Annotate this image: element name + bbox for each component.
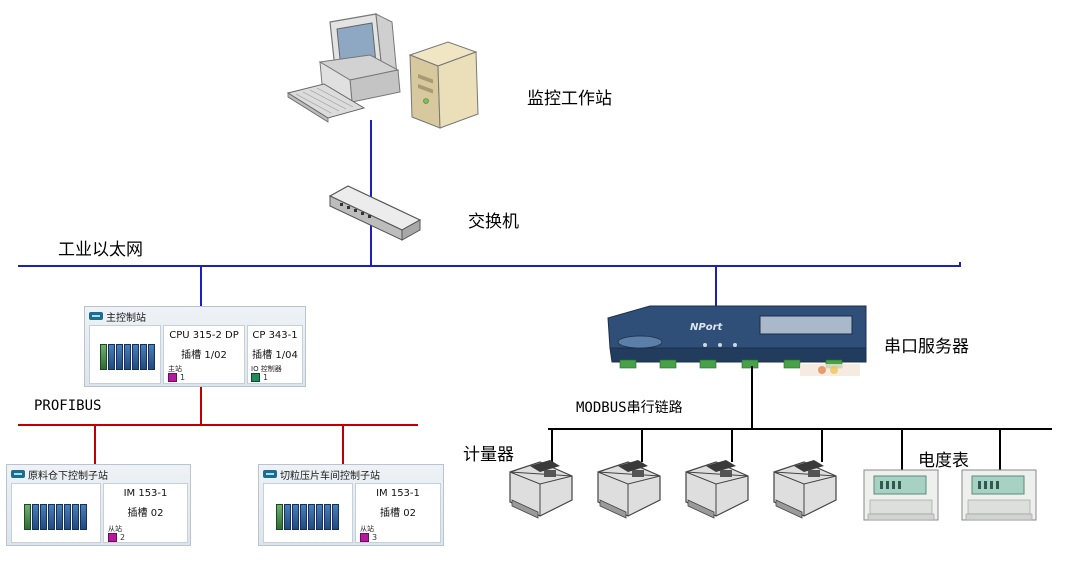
sub-station-raw-material: 原料仓下控制子站 IM 153-1 插槽 02 从站 2 — [6, 464, 191, 546]
main-control-station: 主控制站 CPU 315-2 DP 插槽 1/02 主站 1 CP 343-1 … — [84, 306, 306, 387]
plc-rack-icon — [24, 504, 87, 530]
meter-label: 计量器 — [463, 445, 514, 465]
modbus-label: MODBUS串行链路 — [576, 400, 683, 416]
flow-meter-icon — [597, 460, 661, 519]
cpu-role: 主站 — [168, 365, 182, 373]
rack-area — [263, 483, 353, 543]
cpu-module: CPU 315-2 DP 插槽 1/02 主站 1 — [163, 325, 245, 384]
ethernet-label: 工业以太网 — [58, 240, 143, 260]
im-module: IM 153-1 插槽 02 从站 3 — [355, 483, 441, 543]
im-role: 从站 — [360, 525, 374, 533]
cpu-number-badge: 1 — [168, 373, 185, 382]
serial-server-icon: NPort — [607, 305, 867, 376]
cp-module-slot: 插槽 1/04 — [252, 350, 298, 361]
cp-module-name: CP 343-1 — [252, 330, 298, 341]
flow-meter-icon — [773, 460, 837, 519]
im-module-slot: 插槽 02 — [380, 508, 416, 519]
im-module: IM 153-1 插槽 02 从站 2 — [103, 483, 188, 543]
im-module-name: IM 153-1 — [376, 488, 420, 499]
im-number-badge: 3 — [360, 533, 377, 542]
serial-server-label: 串口服务器 — [884, 337, 969, 357]
magenta-square-icon — [168, 373, 177, 382]
sub-station-pelletizing: 切粒压片车间控制子站 IM 153-1 插槽 02 从站 3 — [258, 464, 444, 546]
switch-label: 交换机 — [468, 212, 519, 232]
plc-rack-icon — [100, 344, 155, 370]
cpu-module-slot: 插槽 1/02 — [181, 350, 227, 361]
power-meter-label: 电度表 — [918, 451, 969, 471]
rack-area — [89, 325, 161, 384]
cp-module: CP 343-1 插槽 1/04 IO 控制器 1 — [247, 325, 303, 384]
station-tag-icon — [11, 470, 25, 478]
rack-area — [11, 483, 101, 543]
plc-rack-icon — [276, 504, 339, 530]
main-station-title: 主控制站 — [106, 312, 146, 324]
profibus-label: PROFIBUS — [34, 398, 102, 414]
cp-role: IO 控制器 — [251, 365, 282, 373]
flow-meter-icon — [685, 460, 749, 519]
station-title: 主控制站 — [89, 309, 146, 324]
im-module-slot: 插槽 02 — [127, 508, 164, 519]
computer-icon — [286, 13, 479, 129]
green-square-icon — [251, 373, 260, 382]
im-module-name: IM 153-1 — [123, 488, 168, 499]
sub1-station-title: 原料仓下控制子站 — [28, 470, 108, 482]
station-tag-icon — [263, 470, 277, 478]
flow-meter-icon — [509, 460, 573, 519]
im-role: 从站 — [108, 525, 122, 533]
im-number-badge: 2 — [108, 533, 125, 542]
cpu-module-name: CPU 315-2 DP — [169, 330, 239, 341]
magenta-square-icon — [360, 533, 369, 542]
svg-text:NPort: NPort — [690, 322, 724, 333]
switch-icon — [328, 185, 422, 241]
station-title: 原料仓下控制子站 — [11, 467, 108, 482]
station-title: 切粒压片车间控制子站 — [263, 467, 380, 482]
magenta-square-icon — [108, 533, 117, 542]
workstation-label: 监控工作站 — [527, 89, 612, 109]
sub2-station-title: 切粒压片车间控制子站 — [280, 470, 380, 482]
station-tag-icon — [89, 312, 103, 320]
energy-meter-icon — [863, 469, 939, 521]
cp-number-badge: 1 — [251, 373, 268, 382]
energy-meter-icon — [961, 469, 1037, 521]
